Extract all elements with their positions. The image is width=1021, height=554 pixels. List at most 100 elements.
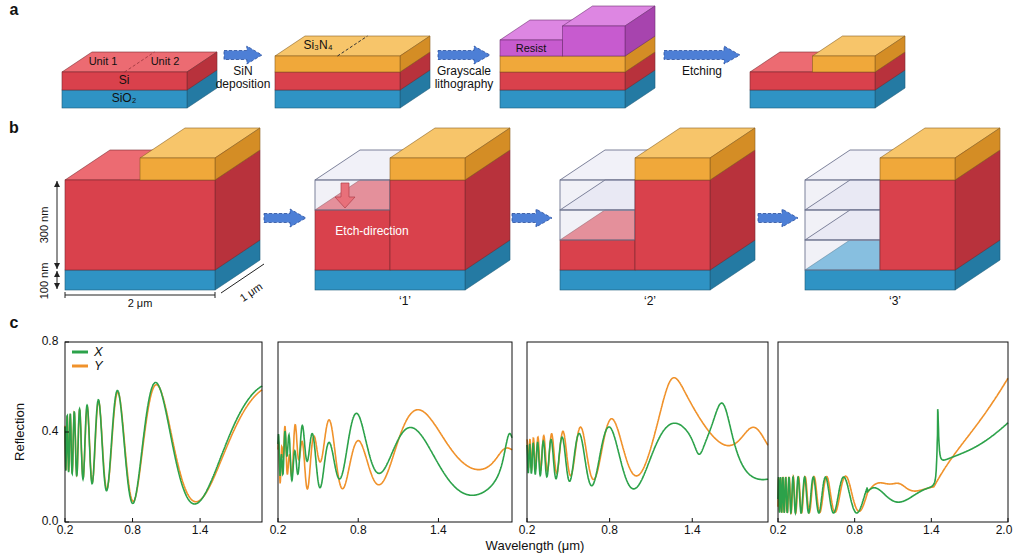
unit-divider (125, 52, 155, 72)
x-tick (778, 518, 779, 522)
axis-title: Wavelength (μm) (486, 539, 585, 553)
unit-label: Unit 2 (151, 55, 180, 67)
legend-label: Y (94, 359, 103, 373)
sin-block-front (635, 158, 710, 180)
si-layer-front (65, 180, 215, 270)
x-tick (854, 518, 855, 522)
x-tick (278, 518, 279, 522)
dimension-arrowhead (54, 263, 60, 269)
sio2-layer-front (750, 90, 875, 108)
sio2-layer-front (315, 270, 465, 290)
step-label: Etching (682, 65, 722, 78)
etch-label: Etch-direction (335, 225, 408, 238)
dimension-tick (65, 292, 66, 298)
sin-block-side (875, 36, 905, 72)
x-tick-label: 1.4 (192, 524, 209, 537)
panel-letter: b (9, 119, 19, 137)
sin-block-side (465, 128, 510, 180)
sin-block-side (710, 128, 755, 180)
si-remaining-front (315, 210, 390, 270)
legend-line (72, 351, 88, 354)
etch-arrow (335, 183, 355, 208)
resist-thick-front (563, 26, 626, 56)
x-tick-label: 0.8 (846, 524, 863, 537)
dimension-tick (215, 292, 216, 298)
sin-block-side (215, 128, 260, 180)
etched-layer-front (805, 240, 880, 270)
y-tick-label: 0.8 (42, 335, 59, 348)
sin-block-front (140, 158, 215, 180)
si-layer-front (62, 72, 187, 90)
axis-title: Reflection (13, 403, 27, 461)
panel-letter: a (10, 1, 19, 19)
dimension-label: 2 μm (128, 297, 153, 309)
si-unit2-front (880, 180, 955, 270)
x-tick-label: 1.4 (923, 524, 940, 537)
x-tick-label: 0.8 (124, 524, 141, 537)
x-tick-label: 0.2 (270, 524, 287, 537)
y-tick (65, 342, 69, 343)
x-tick-label: 1.4 (684, 524, 701, 537)
sio2-layer-front (65, 270, 215, 290)
material-label: Resist (516, 42, 547, 54)
process-arrow (664, 46, 740, 64)
x-tick (609, 518, 610, 522)
x-tick (65, 518, 66, 522)
legend-label: X (94, 345, 103, 359)
si-layer-front (275, 72, 400, 90)
material-label: SiO₂ (112, 92, 137, 105)
si-layer-front (500, 72, 625, 90)
panel-letter: c (10, 314, 19, 332)
stage-number: ‘1’ (399, 295, 411, 308)
sin-block-front (880, 158, 955, 180)
step-label: SiN deposition (208, 65, 278, 91)
x-tick (438, 518, 439, 522)
x-tick (1008, 518, 1009, 522)
sio2-layer-front (805, 270, 955, 290)
x-tick (692, 518, 693, 522)
curve-y (278, 410, 512, 489)
x-tick-label: 0.8 (601, 524, 618, 537)
material-label: Si (119, 74, 130, 87)
x-tick-label: 0.2 (57, 524, 74, 537)
etched-layer-front (315, 180, 390, 210)
x-tick-label: 0.2 (770, 524, 787, 537)
dimension-label: 1 μm (237, 280, 264, 304)
dimension-arrowhead (54, 271, 60, 277)
si-unit2-front (635, 180, 710, 270)
sio2-layer-front (500, 90, 625, 108)
sio2-layer-front (560, 270, 710, 290)
plot-frame (527, 342, 768, 522)
x-tick-label: 2.0 (996, 524, 1013, 537)
curve-x (278, 413, 512, 495)
sin-layer-front (500, 56, 625, 72)
material-label: Si₃N₄ (303, 39, 332, 52)
process-arrow (438, 46, 490, 64)
process-arrow (758, 209, 798, 227)
etched-layer-front (560, 210, 635, 240)
x-tick-label: 0.8 (350, 524, 367, 537)
y-tick-label: 0.0 (42, 515, 59, 528)
unit-divider (338, 36, 368, 56)
dimension-label: 100 nm (38, 263, 50, 300)
dimension-line (65, 295, 215, 296)
x-tick (358, 518, 359, 522)
sin-layer-side (400, 36, 430, 72)
stage-number: ‘2’ (644, 295, 656, 308)
x-tick-label: 0.2 (519, 524, 536, 537)
curve-x (778, 409, 1008, 513)
x-tick (931, 518, 932, 522)
legend-line (72, 365, 88, 368)
sin-layer-front (275, 56, 400, 72)
dimension-line (57, 181, 58, 269)
si-remaining-front (560, 240, 635, 270)
resist-thick-side (625, 6, 655, 56)
plot-frame (278, 342, 512, 522)
dimension-arrowhead (54, 283, 60, 289)
curve-x (527, 403, 768, 489)
curve-y (778, 378, 1008, 513)
plot-frame (778, 342, 1008, 522)
y-tick (65, 432, 69, 433)
x-tick-label: 1.4 (430, 524, 447, 537)
